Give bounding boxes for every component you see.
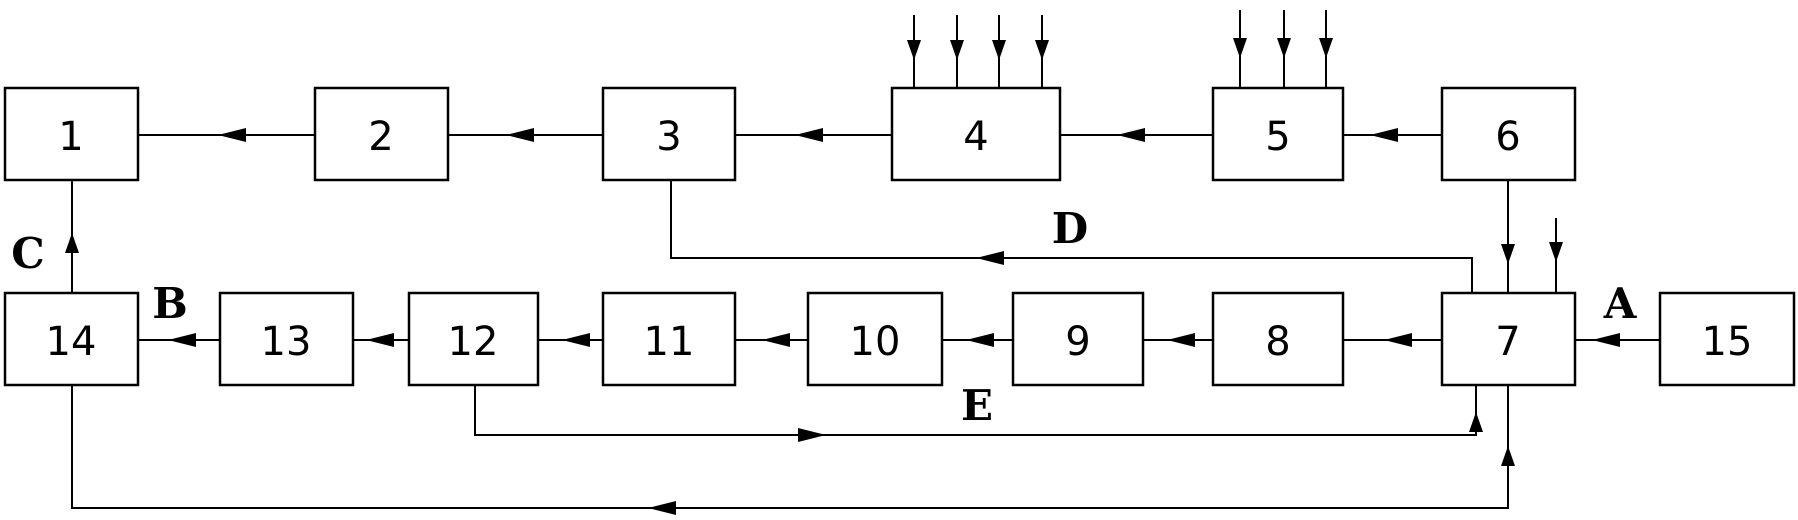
arrow-down-icon: [1319, 38, 1333, 58]
block-9-label: 9: [1065, 319, 1090, 365]
arrow-left-icon: [1384, 333, 1412, 347]
letter-b: B: [152, 279, 188, 328]
arrow-left-icon: [762, 333, 790, 347]
block-3-label: 3: [656, 114, 681, 160]
block-6-label: 6: [1495, 114, 1520, 160]
letter-e: E: [961, 381, 993, 430]
block-4: 4: [890, 86, 1062, 182]
arrow-up-icon: [65, 233, 79, 253]
block-11: 11: [601, 291, 737, 387]
block-10-label: 10: [850, 319, 901, 365]
block-13-label: 13: [261, 319, 312, 365]
line-14-to-7: [71, 385, 1509, 509]
arrow-left-icon: [1117, 128, 1145, 142]
letter-d: D: [1052, 204, 1088, 253]
block-1-label: 1: [58, 114, 83, 160]
stream-letters: A B C D E: [11, 204, 1637, 430]
block-5-label: 5: [1265, 114, 1290, 160]
block-1: 1: [3, 86, 140, 182]
block-15: 15: [1658, 291, 1796, 387]
arrow-left-icon: [976, 251, 1004, 265]
arrow-left-icon: [562, 333, 590, 347]
block-14-label: 14: [46, 319, 97, 365]
block-12: 12: [407, 291, 540, 387]
arrow-down-icon: [1277, 38, 1291, 58]
connectors: [71, 10, 1660, 509]
block-2: 2: [313, 86, 450, 182]
blocks: 1 2 3 4 5 6 7 8: [3, 86, 1796, 387]
block-14: 14: [3, 291, 140, 387]
block-11-label: 11: [644, 319, 695, 365]
block-15-label: 15: [1702, 319, 1753, 365]
block-5: 5: [1211, 86, 1345, 182]
arrow-left-icon: [1167, 333, 1195, 347]
arrow-down-icon: [1233, 38, 1247, 58]
arrow-left-icon: [1592, 333, 1620, 347]
letter-a: A: [1603, 279, 1638, 328]
line-12-to-7: [474, 385, 1477, 436]
block-12-label: 12: [448, 319, 499, 365]
arrow-up-icon: [1469, 412, 1483, 432]
arrow-left-icon: [218, 128, 246, 142]
block-7-label: 7: [1495, 319, 1520, 365]
block-4-label: 4: [963, 114, 988, 160]
arrow-down-icon: [1549, 242, 1563, 262]
arrow-down-icon: [950, 40, 964, 60]
arrow-left-icon: [366, 333, 394, 347]
arrow-left-icon: [795, 128, 823, 142]
arrow-down-icon: [992, 40, 1006, 60]
arrow-left-icon: [168, 333, 196, 347]
block-2-label: 2: [368, 114, 393, 160]
arrow-down-icon: [1501, 244, 1515, 264]
letter-c: C: [11, 229, 44, 278]
block-8-label: 8: [1265, 319, 1290, 365]
block-10: 10: [806, 291, 944, 387]
arrow-left-icon: [966, 333, 994, 347]
block-9: 9: [1011, 291, 1145, 387]
block-13: 13: [218, 291, 355, 387]
arrow-left-icon: [506, 128, 534, 142]
arrow-left-icon: [1370, 128, 1398, 142]
block-3: 3: [601, 86, 737, 182]
block-7: 7: [1440, 291, 1577, 387]
arrow-down-icon: [1035, 40, 1049, 60]
block-6: 6: [1440, 86, 1577, 182]
arrow-up-icon: [1501, 446, 1515, 466]
arrowheads: [65, 38, 1620, 515]
arrow-down-icon: [907, 40, 921, 60]
block-8: 8: [1211, 291, 1345, 387]
line-7-to-3: [670, 180, 1473, 293]
arrow-right-icon: [798, 428, 826, 442]
arrow-left-icon: [648, 501, 676, 515]
